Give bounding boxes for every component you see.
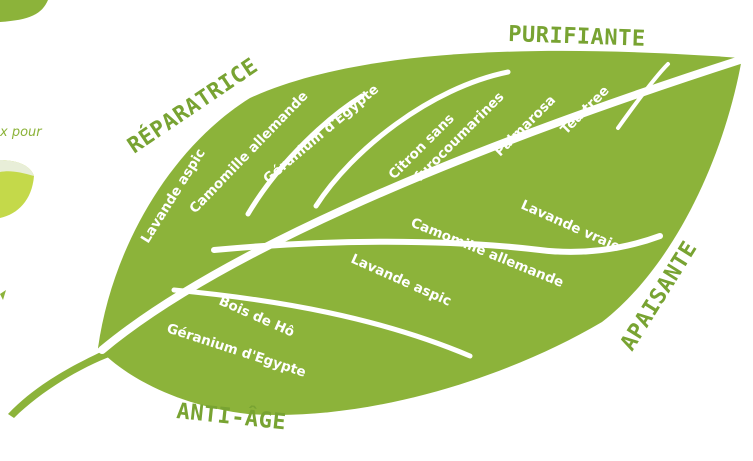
edge-mark xyxy=(0,290,6,300)
leaf-veins xyxy=(98,56,744,359)
side-text: x pour xyxy=(0,125,43,140)
leaf-body xyxy=(98,50,742,416)
leaf-stem xyxy=(8,350,112,418)
bowl-illustration xyxy=(0,160,34,218)
vein-upper-right xyxy=(616,62,670,130)
vein-anti-age xyxy=(171,287,473,359)
vein-purifiante xyxy=(313,69,511,209)
vein-upper-left xyxy=(245,93,365,217)
top-left-leaf-fragment xyxy=(0,0,48,22)
category-purifiante: PURIFIANTE xyxy=(508,22,646,52)
midrib xyxy=(98,56,744,354)
bowl-rim xyxy=(0,160,34,176)
vein-apaisante xyxy=(211,233,663,255)
